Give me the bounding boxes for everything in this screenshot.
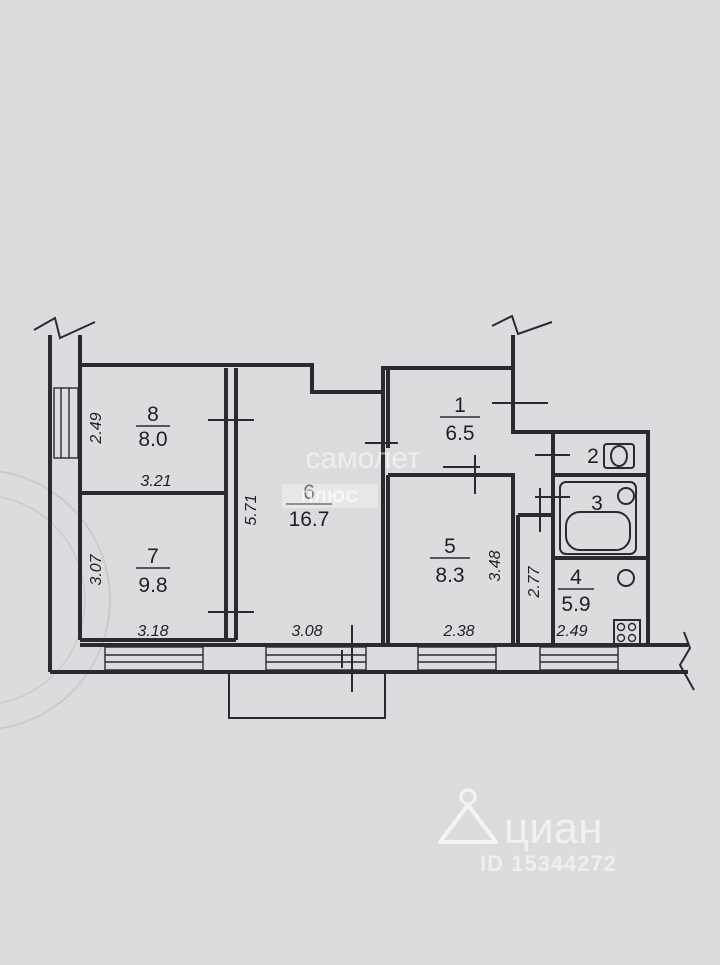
samolet-plus-text: ПЛЮС: [301, 487, 359, 506]
room-1-area: 6.5: [445, 422, 474, 445]
room-4-area: 5.9: [561, 593, 590, 616]
dim-room7-height: 3.07: [88, 553, 105, 585]
room-6-number: 6: [303, 481, 315, 504]
room-7-area: 9.8: [138, 574, 167, 597]
room-labels: 8 8.0 6 16.7 1 6.5 2 3 7 9.8 5 8.3 4 5.9: [136, 394, 603, 616]
cian-logo-text: циан: [504, 804, 603, 853]
balcony: [228, 672, 386, 719]
cian-logo-icon: [438, 788, 498, 844]
dim-room6-width: 3.08: [291, 623, 322, 640]
samolet-watermark: самолет ПЛЮС: [282, 442, 421, 508]
dim-room4-height: 2.77: [526, 565, 543, 598]
outer-walls: [33, 314, 695, 691]
room-3-number: 3: [591, 492, 603, 515]
cian-watermark: циан ID 15344272: [438, 788, 617, 876]
dim-room4-width: 2.49: [555, 623, 587, 640]
bottom-windows: [104, 646, 619, 671]
room-2-number: 2: [587, 445, 599, 468]
fixtures: [559, 443, 641, 645]
dim-room8-width: 3.21: [140, 473, 171, 490]
room-5-number: 5: [444, 535, 456, 558]
cian-listing-id: ID 15344272: [480, 851, 617, 876]
room-8-area: 8.0: [138, 428, 167, 451]
room-6-area: 16.7: [289, 508, 330, 531]
door-marks: [208, 402, 570, 692]
room-7-number: 7: [147, 545, 159, 568]
faint-stamp: [0, 470, 111, 730]
interior-walls: [80, 368, 648, 645]
dim-room7-width: 3.18: [137, 623, 168, 640]
samolet-watermark-text: самолет: [305, 442, 421, 475]
dim-room6-height: 5.71: [243, 494, 260, 525]
room-1-number: 1: [454, 394, 466, 417]
dim-room8-height: 2.49: [88, 412, 105, 444]
dimension-labels: 2.49 3.21 5.71 3.07 3.18 3.08 2.38 3.48 …: [88, 412, 588, 640]
dim-room5-height: 3.48: [487, 550, 504, 581]
room-8-number: 8: [147, 403, 159, 426]
room-5-area: 8.3: [435, 564, 464, 587]
room-4-number: 4: [570, 566, 582, 589]
dim-room5-width: 2.38: [442, 623, 474, 640]
